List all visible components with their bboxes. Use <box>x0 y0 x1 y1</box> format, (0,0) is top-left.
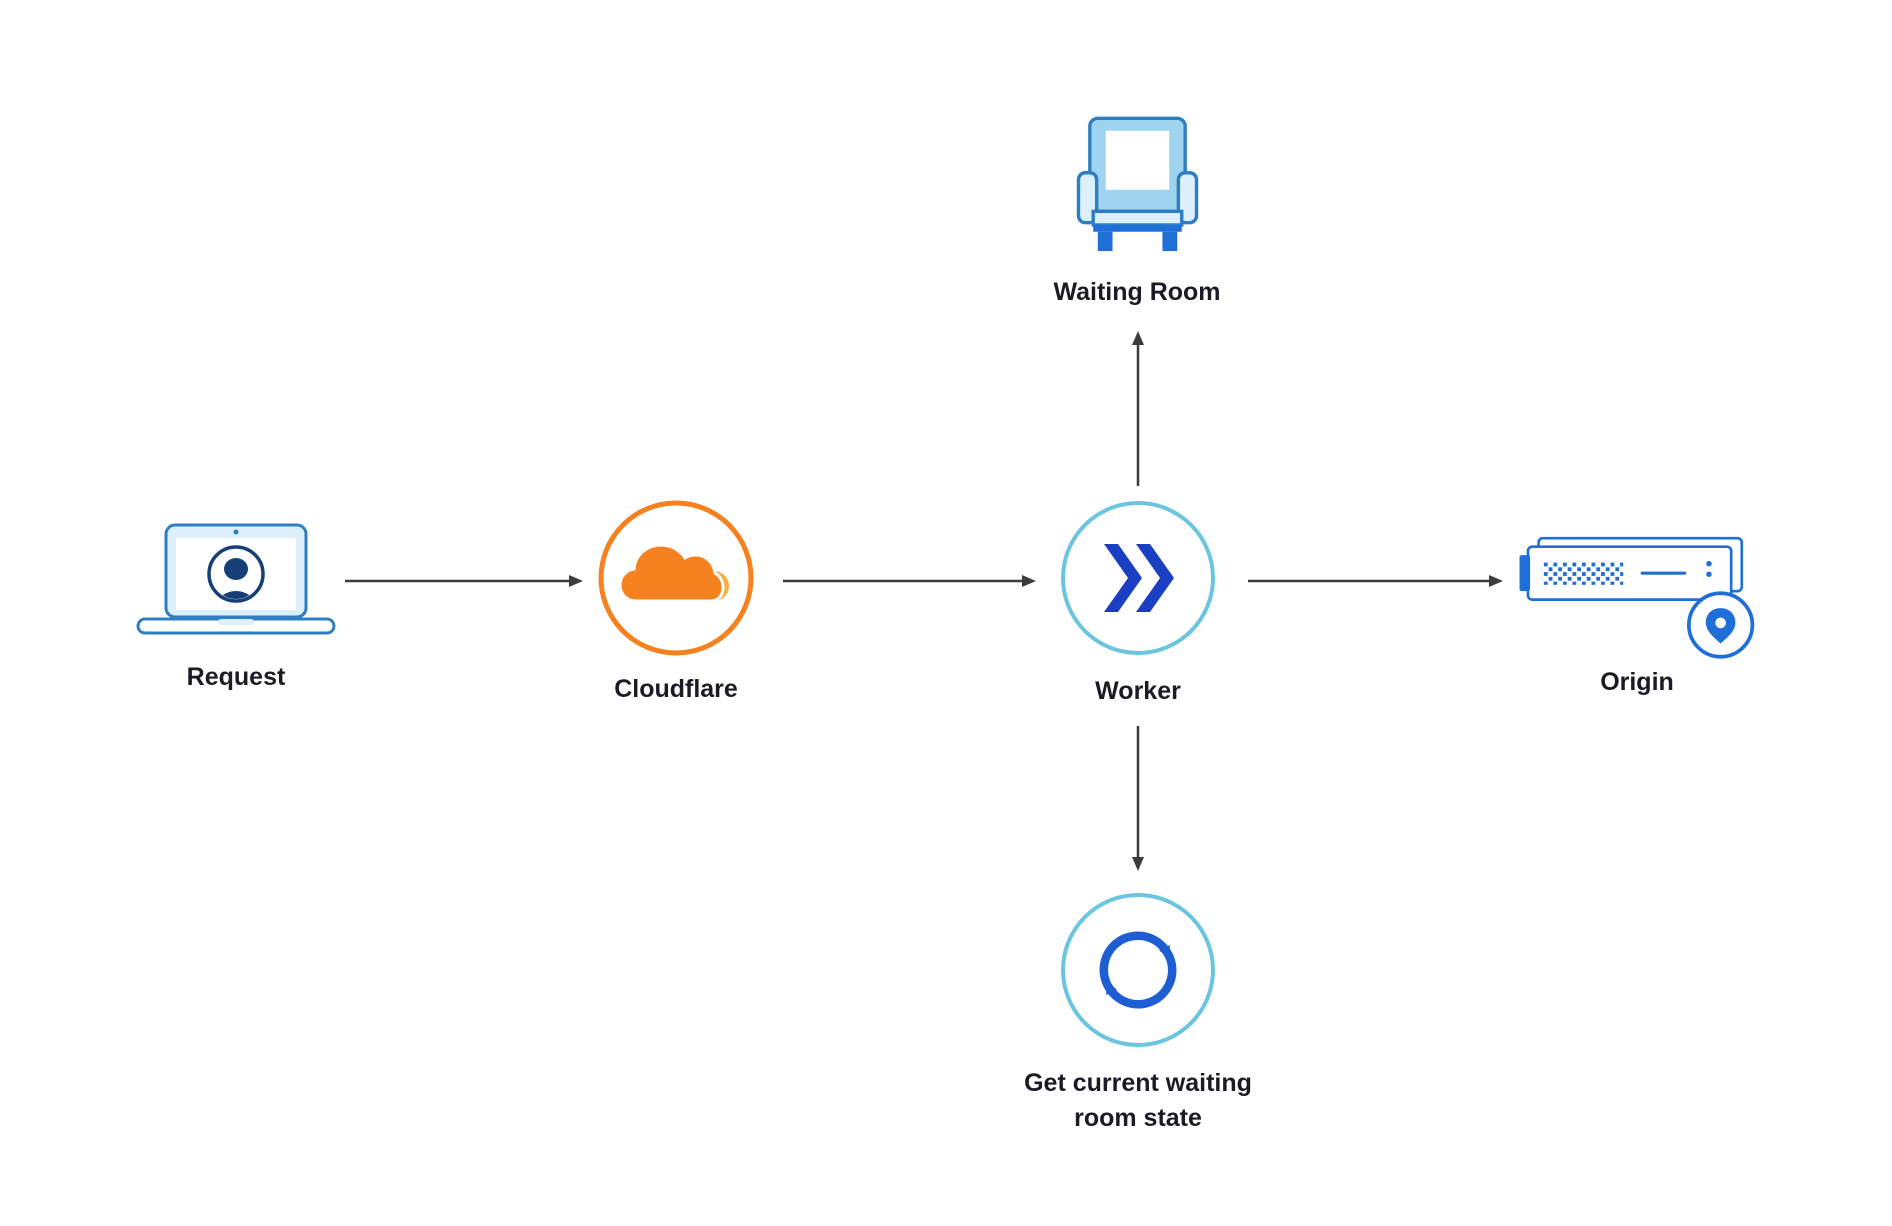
node-cloudflare: Cloudflare <box>566 498 786 707</box>
origin-label: Origin <box>1600 668 1674 696</box>
request-label: Request <box>186 663 286 691</box>
refresh-sync-icon <box>1061 893 1215 1047</box>
cloudflare-logo-icon <box>598 500 754 656</box>
node-origin: Origin <box>1507 534 1767 700</box>
worker-label: Worker <box>1095 677 1181 705</box>
armchair-icon <box>1076 116 1198 252</box>
node-waiting-room: Waiting Room <box>1007 116 1267 310</box>
laptop-user-icon <box>136 523 336 635</box>
waiting-state-label-line1: Get current waiting <box>1024 1069 1252 1097</box>
node-waiting-state: Get current waiting room state <box>1024 890 1252 1136</box>
workers-chevrons-icon <box>1061 501 1215 655</box>
node-worker: Worker <box>1028 498 1248 709</box>
node-request: Request <box>126 522 346 695</box>
waiting-room-label: Waiting Room <box>1053 278 1221 306</box>
server-location-icon <box>1519 536 1755 659</box>
cloudflare-label: Cloudflare <box>614 675 738 703</box>
waiting-state-label-line2: room state <box>1074 1104 1202 1132</box>
waiting-state-label: Get current waiting room state <box>1024 1066 1252 1136</box>
